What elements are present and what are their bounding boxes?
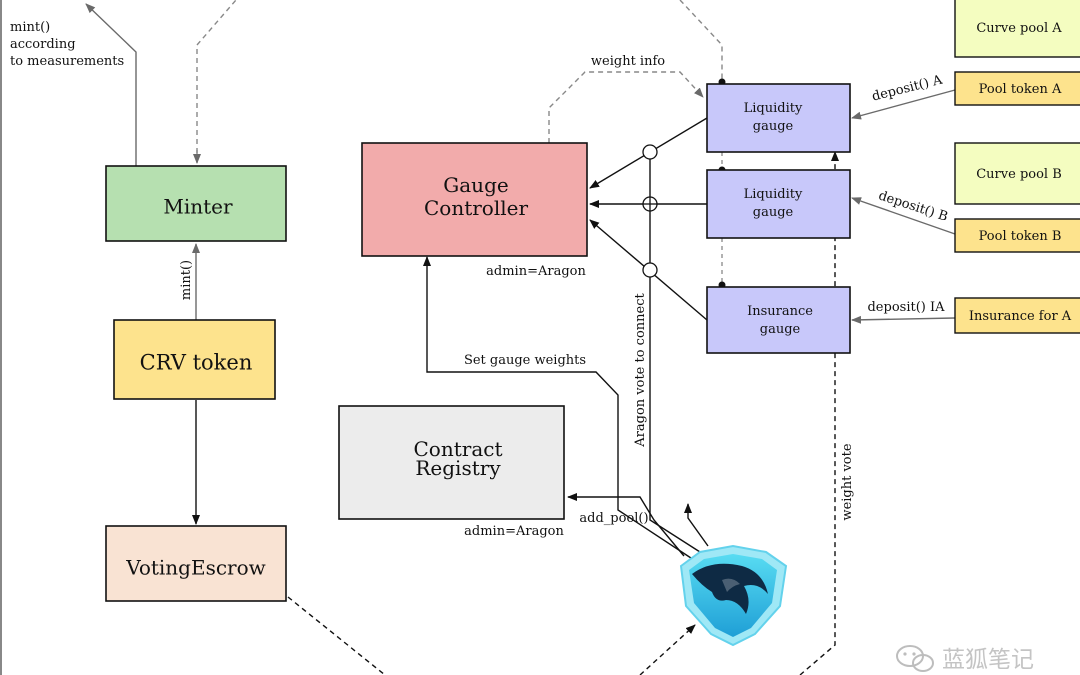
insurance-gauge-label-1: Insurance — [747, 304, 813, 319]
label-add-pool: add_pool() — [579, 511, 648, 526]
node-gauge-controller: Gauge Controller — [361, 142, 588, 257]
edge-dashed-top-right — [679, 0, 723, 82]
edge-add-pool — [567, 493, 685, 557]
edge-aragon-vote-connect-2 — [684, 503, 709, 547]
liquidity-gauge-a-label-2: gauge — [753, 119, 794, 134]
node-insurance-gauge: Insurance gauge — [706, 286, 851, 354]
wechat-icon — [896, 645, 934, 672]
label-aragon-vote: Aragon vote to connect — [633, 292, 648, 447]
node-pool-token-b: Pool token B — [954, 218, 1080, 253]
contract-registry-label-2: Registry — [415, 456, 501, 480]
edge-dashed-top-loop — [196, 0, 237, 162]
edge-aragon-vote-connect-1 — [646, 145, 701, 553]
label-weight-vote: weight vote — [840, 443, 855, 520]
pool-token-a-label: Pool token A — [979, 82, 1062, 97]
gauge-controller-admin: admin=Aragon — [486, 264, 586, 279]
node-contract-registry: Contract Registry — [338, 405, 565, 520]
curve-pool-a-label: Curve pool A — [976, 21, 1062, 36]
label-set-gauge-weights: Set gauge weights — [464, 353, 586, 368]
liquidity-gauge-b-label-2: gauge — [753, 205, 794, 220]
edge-weight-vote-dashed — [799, 151, 839, 675]
voting-escrow-label: VotingEscrow — [125, 556, 266, 580]
edge-set-gauge-weights — [423, 256, 695, 561]
node-curve-pool-a: Curve pool A — [954, 0, 1080, 58]
liquidity-gauge-b-label-1: Liquidity — [744, 187, 803, 202]
edge-escrow-dashed-bottom — [287, 596, 386, 675]
connect-junction-a — [642, 144, 658, 160]
edge-deposit-b — [851, 197, 956, 235]
minter-label: Minter — [163, 195, 233, 219]
watermark-text: 蓝狐笔记 — [942, 647, 1034, 673]
node-voting-escrow: VotingEscrow — [105, 525, 287, 602]
node-minter: Minter — [105, 165, 287, 242]
label-mint-measurements-1: mint() — [10, 20, 50, 35]
label-mint-measurements-3: to measurements — [10, 54, 124, 69]
node-insurance-for-a: Insurance for A — [954, 297, 1080, 334]
gauge-controller-label-2: Controller — [424, 196, 528, 220]
aragon-eagle-shield-icon — [679, 544, 788, 647]
node-curve-pool-b: Curve pool B — [954, 142, 1080, 205]
contract-registry-label-1: Contract — [414, 437, 503, 461]
node-liquidity-gauge-b: Liquidity gauge — [706, 169, 851, 239]
edge-minter-mint-out — [85, 3, 137, 166]
node-pool-token-a: Pool token A — [954, 71, 1080, 106]
label-weight-info: weight info — [591, 54, 665, 69]
label-deposit-a: deposit() A — [870, 72, 944, 104]
insurance-gauge-label-2: gauge — [760, 322, 801, 337]
contract-registry-admin: admin=Aragon — [464, 524, 564, 539]
insurance-for-a-label: Insurance for A — [969, 309, 1072, 324]
liquidity-gauge-a-label-1: Liquidity — [744, 101, 803, 116]
curve-pool-b-label: Curve pool B — [976, 167, 1062, 182]
node-crv-token: CRV token — [113, 319, 276, 400]
edge-deposit-ia — [851, 315, 956, 324]
label-mint-measurements-2: according — [10, 37, 76, 52]
edge-weight-info — [548, 71, 704, 143]
node-liquidity-gauge-a: Liquidity gauge — [706, 83, 851, 153]
connect-junction-c — [642, 262, 658, 278]
gauge-controller-label-1: Gauge — [443, 173, 508, 197]
label-mint-vertical: mint() — [179, 260, 194, 300]
edge-deposit-a — [851, 89, 956, 120]
crv-token-label: CRV token — [140, 351, 253, 375]
edge-dashed-to-aragon — [639, 624, 696, 675]
pool-token-b-label: Pool token B — [979, 229, 1062, 244]
label-deposit-ia: deposit() IA — [867, 300, 945, 315]
